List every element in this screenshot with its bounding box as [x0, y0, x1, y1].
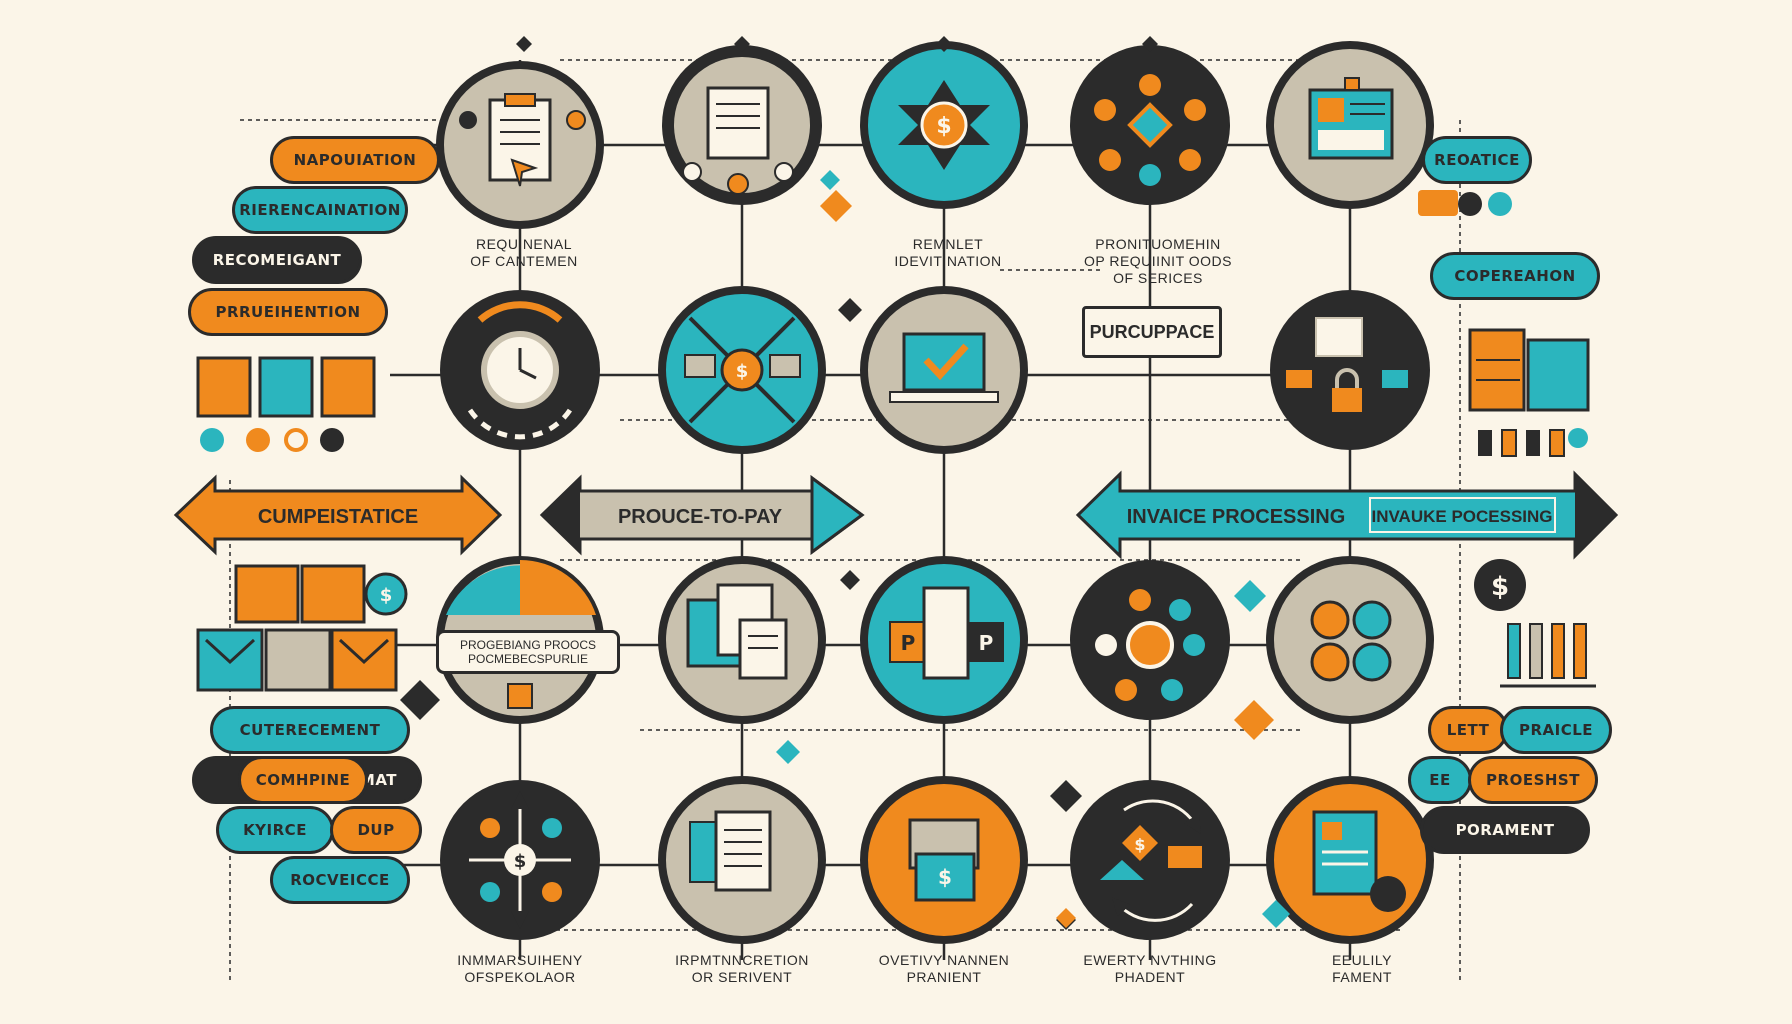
coins-icon — [1095, 589, 1205, 701]
banner-right-label-b: INVAUKE POCESSING — [1371, 507, 1552, 526]
pill-cuterecement[interactable]: CUTERECEMENT — [210, 706, 410, 754]
circle-coins-dark[interactable] — [1070, 560, 1230, 720]
pill-praicle[interactable]: PRAICLE — [1500, 706, 1612, 754]
pill-copereahon[interactable]: COPEREAHON — [1430, 252, 1600, 300]
circle-locks[interactable] — [1270, 290, 1430, 450]
svg-text:$: $ — [514, 851, 527, 872]
circle-coins-gray[interactable] — [1266, 556, 1434, 724]
report-icon — [1312, 810, 1406, 912]
banner-center-label: PROUCE-TO-PAY — [618, 506, 783, 528]
circle-clipboard[interactable] — [436, 61, 604, 229]
document-p-icon: P P — [889, 586, 1004, 680]
svg-text:P: P — [901, 631, 916, 655]
banner-right-label-a: INVAICE PROCESSING — [1127, 506, 1346, 528]
laptop-check-icon — [889, 332, 999, 403]
clock-icon — [467, 301, 573, 440]
money-icon: $ — [908, 818, 980, 902]
circle-document-p[interactable]: P P — [860, 556, 1028, 724]
circle-money[interactable]: $ — [860, 776, 1028, 944]
circle-papers[interactable] — [658, 556, 826, 724]
svg-text:$: $ — [938, 865, 952, 889]
papers-icon — [686, 583, 788, 680]
pill-proeshst[interactable]: PROESHST — [1468, 756, 1598, 804]
pill-napouiation[interactable]: NAPOUIATION — [270, 136, 440, 184]
dashboard-icon — [1308, 77, 1394, 160]
banner-center: PROUCE-TO-PAY — [539, 474, 865, 556]
circle-documents[interactable] — [662, 45, 822, 205]
pill-reoatice[interactable]: REOATICE — [1422, 136, 1532, 184]
right-decor: $ — [1418, 190, 1596, 688]
pill-recomeigant[interactable]: RECOMEIGANT — [192, 236, 362, 284]
svg-text:$: $ — [936, 114, 951, 139]
circle-dollar-star[interactable]: $ — [860, 41, 1028, 209]
lock-icon — [1286, 317, 1408, 412]
clipboard-icon — [459, 93, 586, 187]
pill-lett[interactable]: LETT — [1428, 706, 1508, 754]
svg-text:$: $ — [380, 585, 393, 606]
decor-diamonds-orange — [820, 190, 1274, 928]
circle-compass[interactable]: $ — [658, 286, 826, 454]
pill-porament[interactable]: PORAMENT — [1420, 806, 1590, 854]
exchange-icon: $ — [1100, 799, 1202, 922]
notebook-icon — [689, 810, 772, 892]
pill-rierencaination[interactable]: RIERENCAINATION — [232, 186, 408, 234]
pill-prruteihention[interactable]: PRRUEIHENTION — [188, 288, 388, 336]
pill-ee[interactable]: EE — [1408, 756, 1472, 804]
banner-right: INVAICE PROCESSING INVAUKE POCESSING — [1075, 470, 1619, 560]
pill-rocveicce[interactable]: ROCVEICCE — [270, 856, 410, 904]
pill-comhpine[interactable]: COMHPINE — [238, 756, 368, 804]
pill-kyirce[interactable]: KYIRCE — [216, 806, 334, 854]
decor-diamonds — [516, 36, 1158, 930]
svg-text:P: P — [979, 631, 994, 655]
dollar-star-icon: $ — [898, 80, 990, 170]
compass-icon: $ — [684, 316, 801, 424]
purcuppace-label: PURCUPPACE — [1082, 306, 1222, 358]
banner-left: CUMPEISTATICE — [173, 474, 503, 556]
circle-laptop[interactable] — [860, 286, 1028, 454]
arrows-dollar-icon: $ — [451, 791, 589, 929]
circle-notebook[interactable] — [658, 776, 826, 944]
banner-left-label: CUMPEISTATICE — [258, 506, 418, 528]
circle-clock[interactable] — [440, 290, 600, 450]
left-decor: $ — [196, 356, 440, 720]
pill-dup[interactable]: DUP — [330, 806, 422, 854]
circle-arrows-dollar[interactable]: $ — [440, 780, 600, 940]
svg-text:$: $ — [1491, 572, 1509, 602]
svg-text:$: $ — [1134, 835, 1145, 854]
circle-network[interactable] — [1070, 45, 1230, 205]
svg-text:$: $ — [736, 361, 749, 382]
circle-report[interactable] — [1266, 776, 1434, 944]
documents-icon — [682, 86, 794, 195]
circle-exchange[interactable]: $ — [1070, 780, 1230, 940]
circle-dashboard[interactable] — [1266, 41, 1434, 209]
decor-diamonds-teal — [776, 170, 1290, 928]
network-icon — [1094, 74, 1206, 186]
